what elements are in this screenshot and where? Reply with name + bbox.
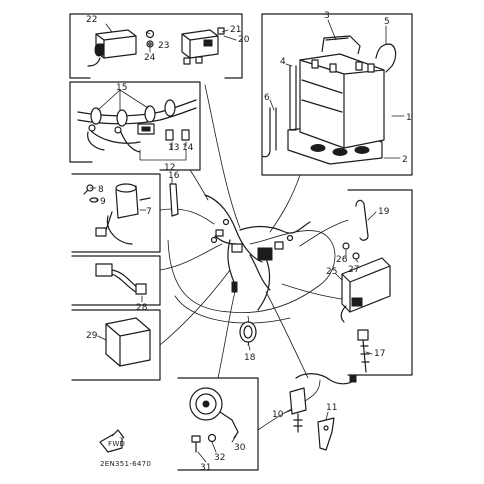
callout-13: 13 bbox=[168, 143, 179, 153]
fwd-arrow-icon: FWD bbox=[99, 429, 125, 453]
callout-28: 28 bbox=[136, 303, 148, 313]
battery-band-part-3 bbox=[321, 35, 361, 55]
callout-24: 24 bbox=[144, 53, 156, 63]
cover-part-19 bbox=[355, 199, 369, 241]
breather-pipe-part-4 bbox=[289, 65, 297, 131]
callout-29: 29 bbox=[86, 331, 98, 341]
callout-18: 18 bbox=[244, 353, 256, 363]
callout-17: 17 bbox=[374, 349, 385, 359]
bolt-part-26 bbox=[342, 242, 350, 250]
callout-21: 21 bbox=[230, 25, 241, 35]
callout-16: 16 bbox=[168, 171, 180, 181]
battery-band-part-5 bbox=[375, 43, 397, 73]
callout-22: 22 bbox=[86, 15, 97, 25]
callout-9: 9 bbox=[100, 197, 106, 207]
starter-relay-part-7 bbox=[95, 183, 151, 245]
fuse-part-13 bbox=[165, 129, 174, 141]
bolt-part-31 bbox=[191, 435, 201, 453]
wire-harness bbox=[204, 194, 311, 311]
bracket-part-11 bbox=[317, 417, 335, 451]
relay-part-22 bbox=[87, 29, 137, 67]
callout-30: 30 bbox=[234, 443, 246, 453]
box-starter-relay bbox=[71, 173, 161, 253]
callout-11: 11 bbox=[326, 403, 337, 413]
box-battery bbox=[261, 13, 413, 176]
relay-part-20 bbox=[181, 29, 219, 65]
callout-3: 3 bbox=[324, 11, 330, 21]
connector-part-12 bbox=[137, 123, 155, 135]
callout-10: 10 bbox=[272, 410, 284, 420]
callout-leaders bbox=[89, 19, 405, 463]
callout-26: 26 bbox=[336, 255, 348, 265]
box-right-side bbox=[347, 189, 413, 376]
box-harness-clamps bbox=[69, 81, 201, 171]
callout-4: 4 bbox=[280, 57, 286, 67]
bolt-part-8 bbox=[83, 184, 94, 195]
washer-part-32 bbox=[207, 433, 217, 443]
callout-6: 6 bbox=[264, 93, 270, 103]
fuse-holder-part-17 bbox=[357, 329, 370, 373]
battery-part-1 bbox=[299, 53, 385, 149]
frame-outline bbox=[167, 230, 336, 324]
callout-5: 5 bbox=[384, 17, 390, 27]
callout-7: 7 bbox=[146, 207, 152, 217]
callout-14: 14 bbox=[182, 143, 194, 153]
leader-lines bbox=[159, 84, 349, 431]
band-part-16 bbox=[169, 183, 179, 217]
callout-27: 27 bbox=[348, 265, 359, 275]
callout-31: 31 bbox=[200, 463, 211, 473]
box-relays bbox=[69, 13, 243, 79]
wire-connector-part-28 bbox=[95, 263, 147, 295]
callout-12: 12 bbox=[164, 163, 175, 173]
fuse-part-21 bbox=[217, 27, 225, 35]
harness-clamps-part-15 bbox=[77, 99, 197, 153]
box-wire-connector bbox=[71, 255, 161, 306]
catalog-code: 2EN351-6470 bbox=[100, 460, 151, 468]
arrow-label: FWD bbox=[108, 440, 125, 448]
switch-part-10 bbox=[289, 373, 357, 433]
washer-part-27 bbox=[352, 252, 360, 260]
callout-25: 25 bbox=[326, 267, 337, 277]
callout-2: 2 bbox=[402, 155, 408, 165]
battery-lead-part-6 bbox=[261, 107, 277, 158]
fuse-part-14 bbox=[181, 129, 190, 141]
flasher-relay-part-29 bbox=[105, 317, 151, 367]
igniter-unit-part-25 bbox=[340, 257, 391, 323]
callout-15: 15 bbox=[116, 83, 127, 93]
callout-19: 19 bbox=[378, 207, 390, 217]
callout-1: 1 bbox=[406, 113, 412, 123]
callout-8: 8 bbox=[98, 185, 104, 195]
callout-32: 32 bbox=[214, 453, 225, 463]
clip-part-18 bbox=[239, 321, 257, 343]
callout-23: 23 bbox=[158, 41, 169, 51]
horn-part-30 bbox=[189, 387, 239, 439]
callout-20: 20 bbox=[238, 35, 250, 45]
